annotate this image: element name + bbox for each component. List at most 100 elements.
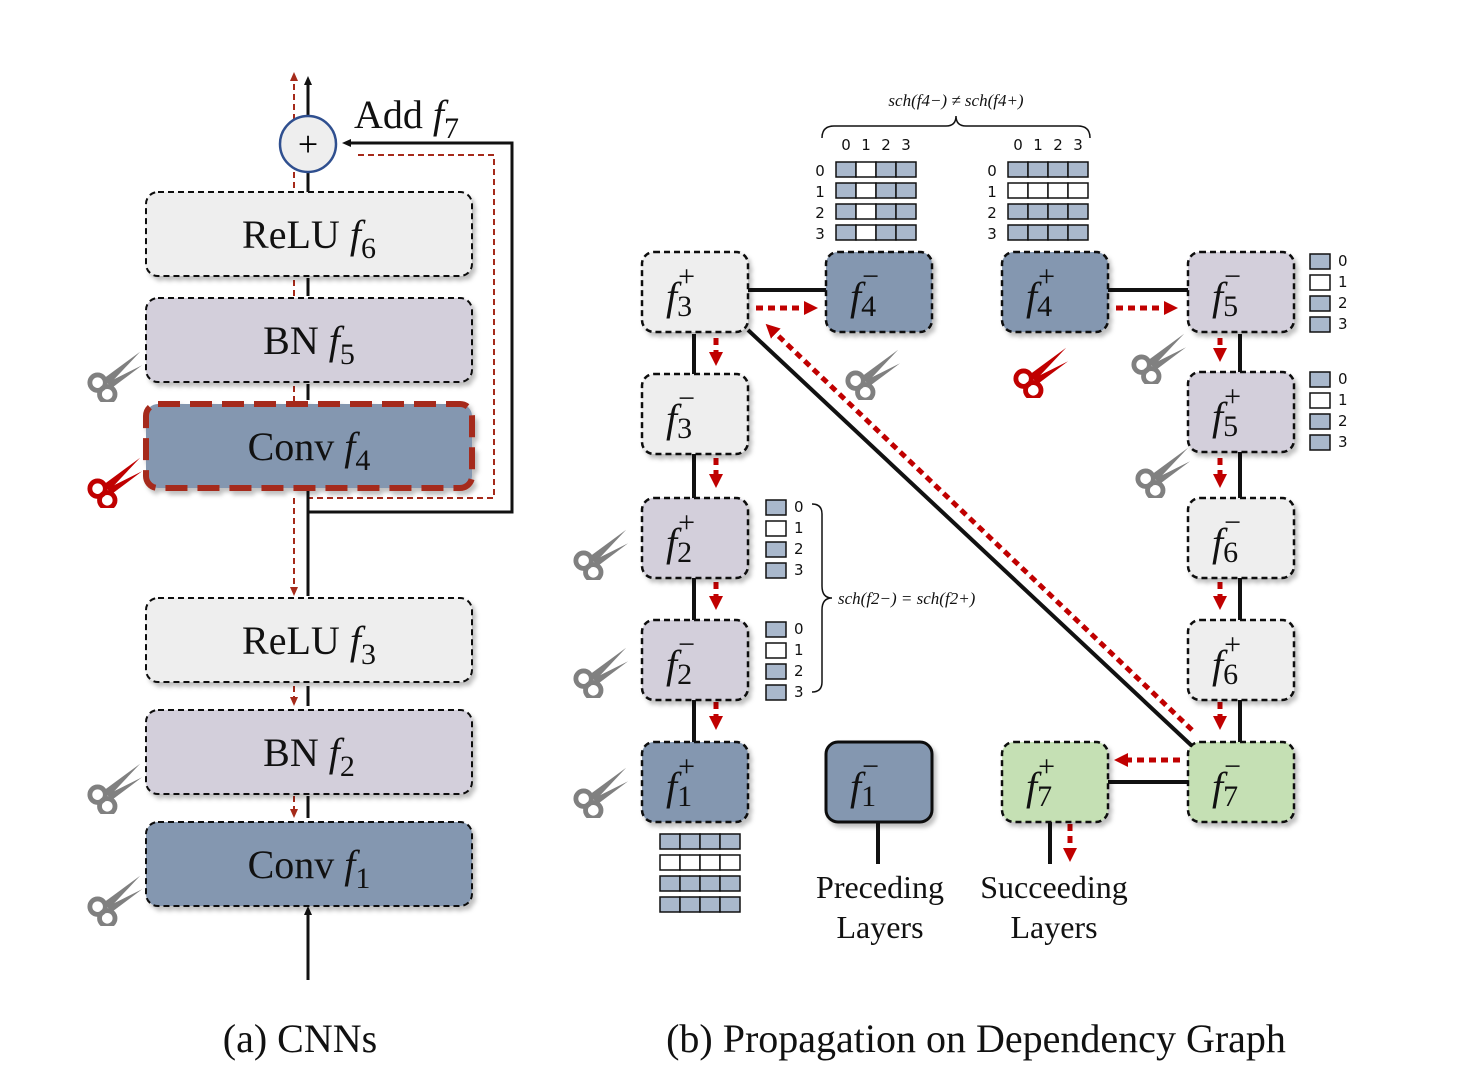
node-label: f4− [850,260,879,323]
node-f1m: f1− [824,740,934,824]
svg-text:1: 1 [987,183,997,201]
sch-top-brace [821,115,1091,139]
add-node [278,114,338,174]
cnn-layer-box [145,597,473,683]
node-f7m: f7− [1186,740,1296,824]
node-box [640,740,750,824]
sch-side-brace [811,503,833,693]
node-label: f3− [666,382,695,445]
cnn-layer-label: Conv f1 [248,842,371,895]
svg-text:3: 3 [794,683,804,701]
gray-scissors-icon [90,876,142,926]
svg-text:1: 1 [861,136,871,154]
node-label: f6+ [1212,628,1241,691]
node-label: f6− [1212,506,1241,569]
cnn-layer-box [145,297,473,383]
svg-text:0: 0 [1338,252,1348,270]
caption-a: (a) CNNs [223,1016,377,1061]
cnn-layer-box [143,401,475,491]
node-box [1186,370,1296,454]
gray-scissors-icon [576,768,628,818]
node-label: f3+ [666,260,695,323]
succeeding-label-2: Layers [1010,909,1097,945]
svg-text:2: 2 [1338,294,1348,312]
node-box [824,740,934,824]
svg-text:3: 3 [1338,315,1348,333]
sch-side-label: sch(f2−) = sch(f2+) [838,589,976,608]
add-label: Add f7 [354,92,459,145]
red-scissors-icon [90,458,142,508]
node-label: f7− [1212,750,1241,813]
preceding-label-1: Preceding [816,869,944,905]
gray-scissors-icon [1138,448,1190,498]
node-f5m: f5− [1134,250,1296,384]
svg-text:1: 1 [794,641,804,659]
preceding-label-2: Layers [836,909,923,945]
cnn-layer-box [145,191,473,277]
node-label: f5− [1212,260,1241,323]
svg-text:3: 3 [1338,433,1348,451]
node-label: f5+ [1212,380,1241,443]
graph-edges [692,288,1242,864]
svg-text:3: 3 [901,136,911,154]
matrix-f1-plus [659,833,741,913]
node-box [1186,496,1296,580]
sch-top-label: sch(f4−) ≠ sch(f4+) [888,91,1024,110]
cnn-layer-label: BN f2 [263,730,355,783]
node-label: f1− [850,750,879,813]
cnn-layer-bn5: BN f5 [90,297,473,402]
node-f4m: f4− [824,250,934,400]
svg-text:2: 2 [987,204,997,222]
svg-text:0: 0 [794,498,804,516]
svg-text:1: 1 [815,183,825,201]
svg-text:0: 0 [1013,136,1023,154]
node-box [640,372,750,456]
gray-scissors-icon [90,764,142,814]
svg-text:0: 0 [987,162,997,180]
svg-text:1: 1 [794,519,804,537]
gray-scissors-icon [576,530,628,580]
cnn-layer-label: ReLU f3 [242,618,376,671]
caption-b: (b) Propagation on Dependency Graph [666,1016,1286,1061]
node-f4p: f4+ [1000,250,1110,398]
node-box [640,250,750,334]
svg-text:0: 0 [815,162,825,180]
svg-text:2: 2 [794,540,804,558]
node-label: f2+ [666,506,695,569]
node-f2m: f2− [576,618,750,702]
cnn-layer-label: BN f5 [263,318,355,371]
node-f3m: f3− [640,372,750,456]
node-label: f2− [666,628,695,691]
node-f6p: f6+ [1186,618,1296,702]
cnn-layer-conv4: Conv f4 [90,401,475,508]
red-scissors-icon [1016,348,1068,398]
cnn-layer-bn2: BN f2 [90,709,473,814]
graph-panel: f3+ f4− f4+ f5− f3− f5+ f2+ f6− f2− f6+ f1+ f1− f7+ f… [576,91,1348,945]
svg-text:2: 2 [1338,412,1348,430]
cnn-layer-box [145,821,473,907]
svg-text:3: 3 [1073,136,1083,154]
gray-scissors-icon [848,350,900,400]
node-box [640,496,750,580]
node-f5p: f5+ [1138,370,1296,498]
svg-text:2: 2 [1053,136,1063,154]
node-label: f4+ [1026,260,1055,323]
svg-text:0: 0 [1338,370,1348,388]
gray-scissors-icon [90,352,142,402]
svg-text:3: 3 [794,561,804,579]
node-f1p: f1+ [576,740,750,824]
svg-text:3: 3 [987,225,997,243]
node-label: f7+ [1026,750,1055,813]
node-f6m: f6− [1186,496,1296,580]
node-box [1186,740,1296,824]
node-f3p: f3+ [640,250,750,334]
node-label: f1+ [666,750,695,813]
svg-text:1: 1 [1033,136,1043,154]
cnn-layer-label: Conv f4 [248,424,371,477]
